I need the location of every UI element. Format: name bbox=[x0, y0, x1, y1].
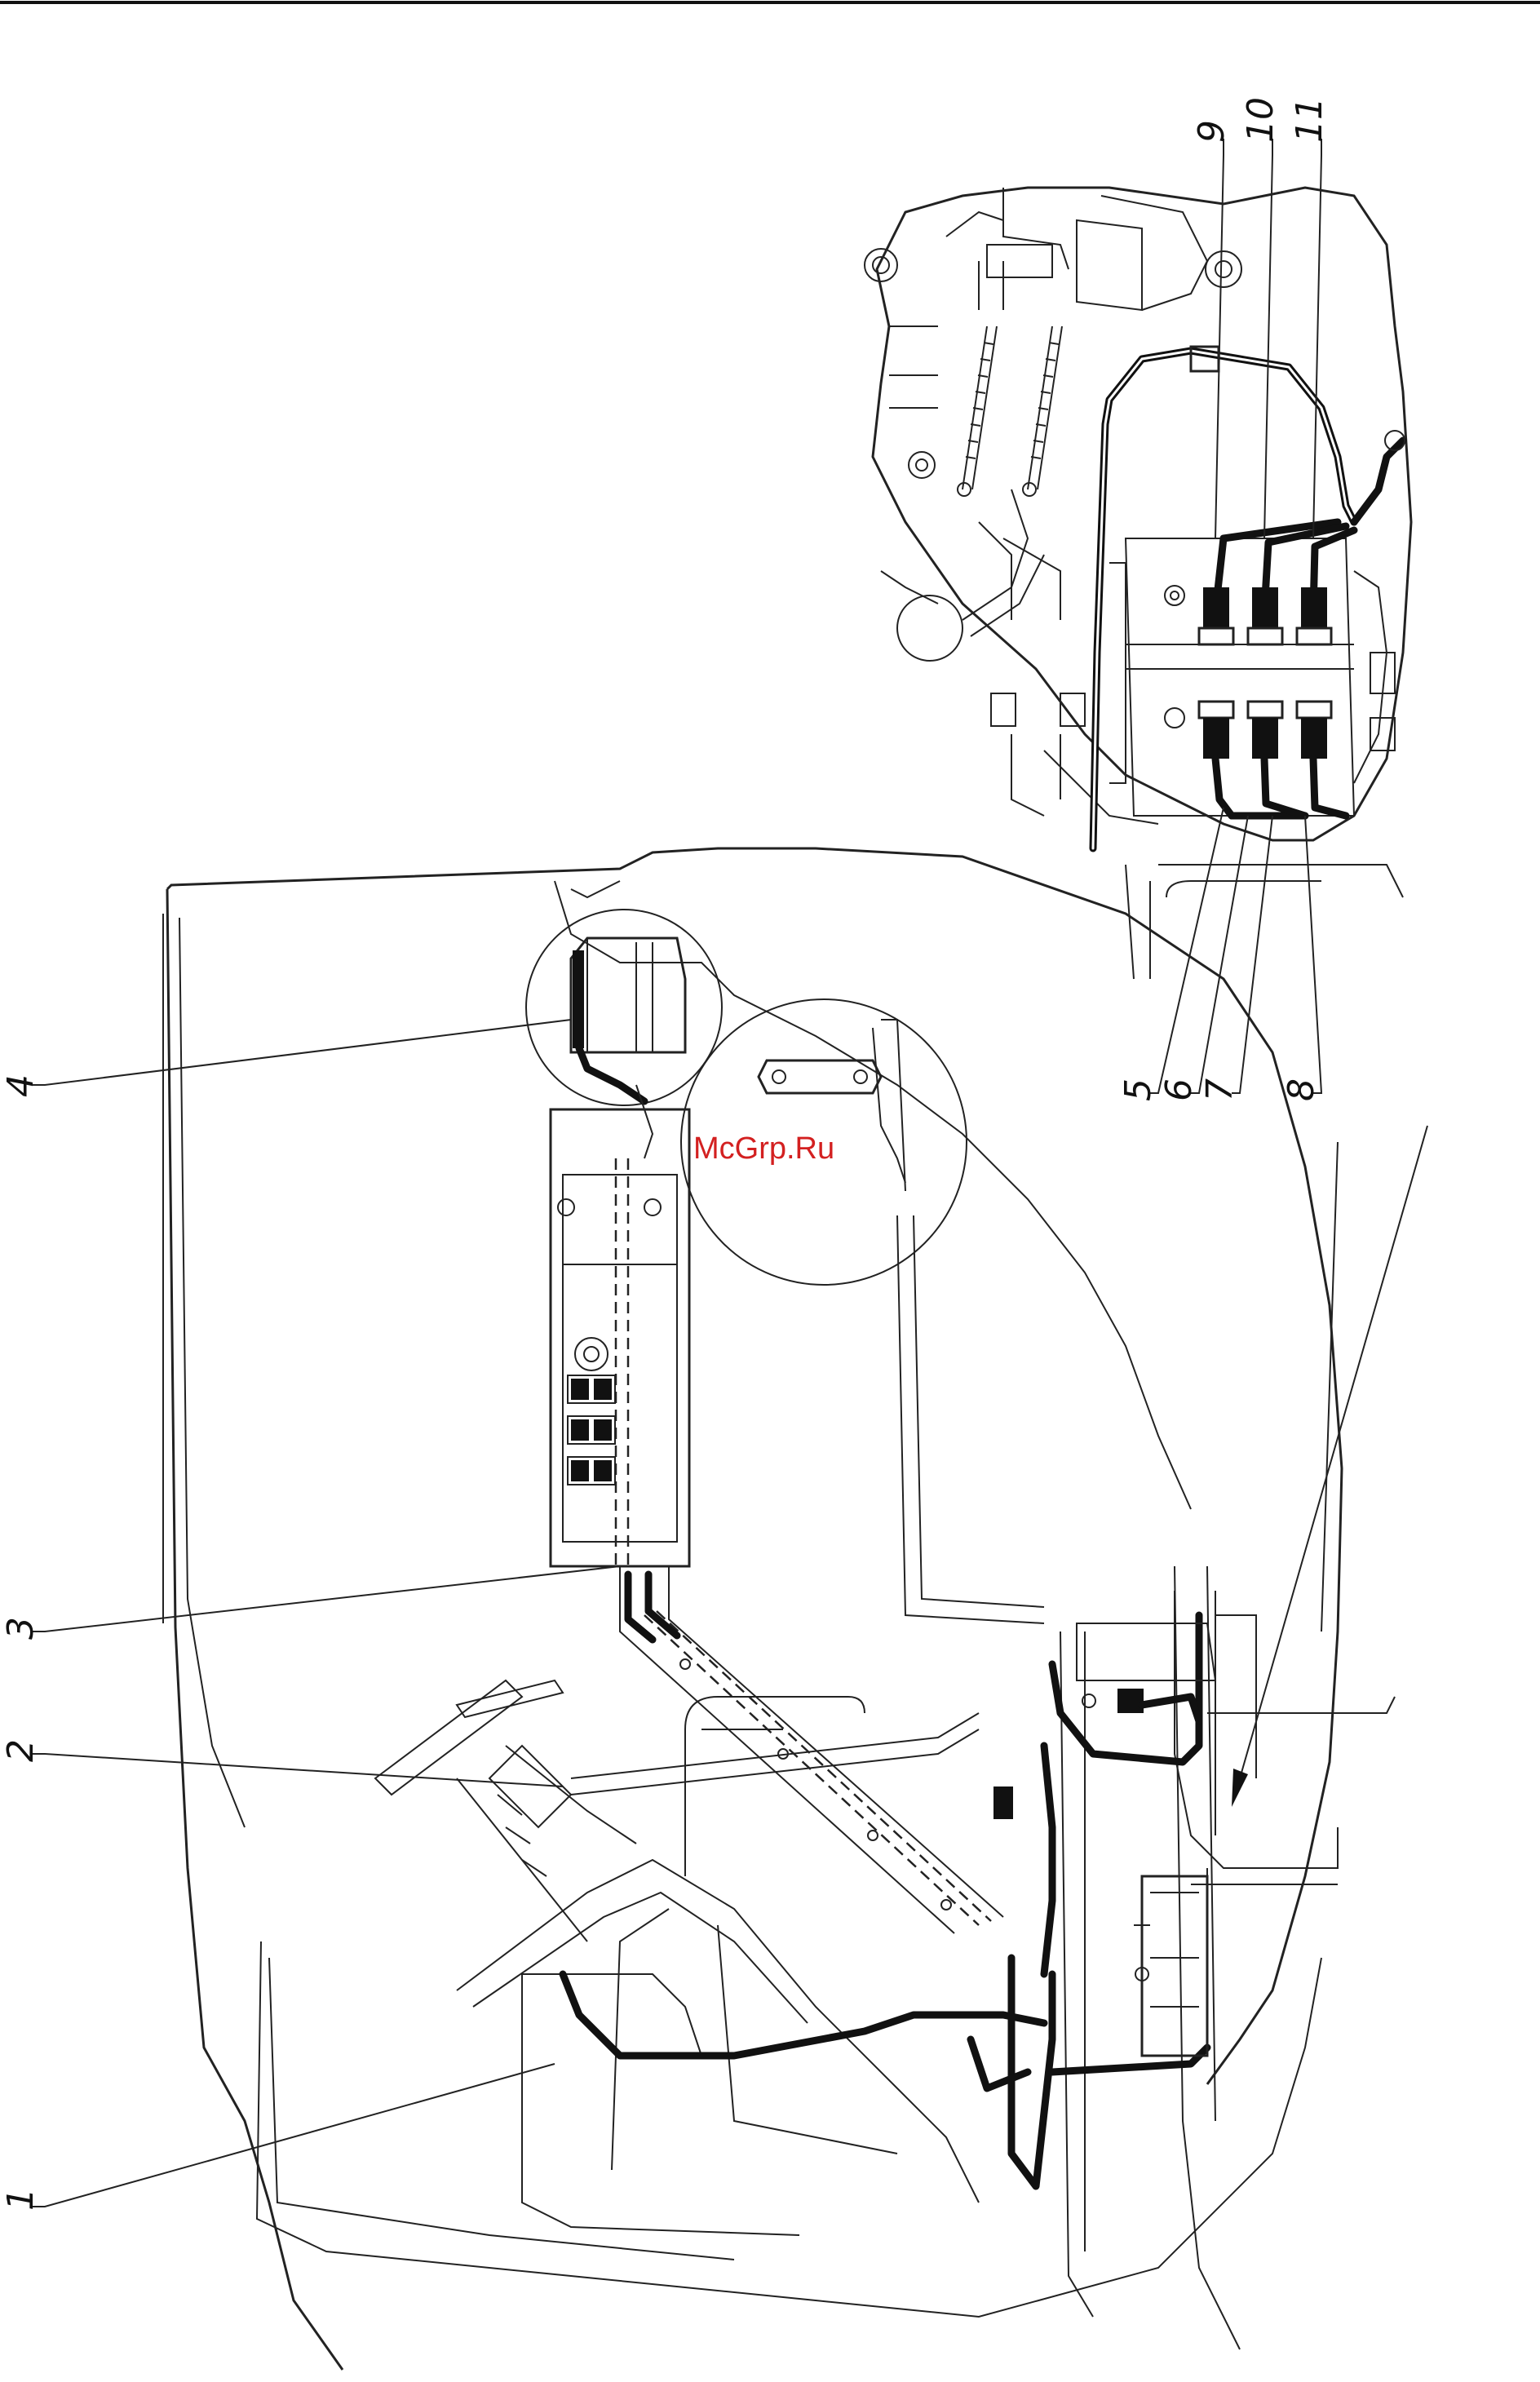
callout-4: 4 bbox=[0, 1074, 42, 1097]
callout-leaders bbox=[33, 139, 1321, 2207]
seat-outline bbox=[257, 1941, 1321, 2317]
upper-connectors bbox=[1199, 522, 1354, 644]
callout-9: 9 bbox=[1191, 120, 1232, 143]
console-body bbox=[457, 1860, 979, 2203]
callout-1: 1 bbox=[0, 2188, 42, 2211]
lower-connectors bbox=[1199, 702, 1346, 816]
svg-text:3: 3 bbox=[0, 1617, 42, 1640]
detail-view bbox=[865, 188, 1411, 979]
svg-text:6: 6 bbox=[1158, 1078, 1200, 1101]
callout-6: 6 bbox=[1158, 1078, 1200, 1101]
svg-text:8: 8 bbox=[1281, 1078, 1322, 1101]
callout-3: 3 bbox=[0, 1617, 42, 1640]
callout-5: 5 bbox=[1117, 1078, 1159, 1101]
spring-left bbox=[962, 326, 997, 489]
main-view bbox=[163, 848, 1395, 2370]
arrow-head bbox=[1232, 1769, 1248, 1807]
callout-2: 2 bbox=[0, 1739, 42, 1762]
upper-panel bbox=[555, 881, 1191, 1509]
callout-10: 10 bbox=[1240, 97, 1281, 143]
cab-outline bbox=[167, 848, 1342, 2370]
control-panel-box bbox=[551, 1109, 689, 1566]
svg-text:1: 1 bbox=[0, 2188, 42, 2211]
connector-block bbox=[1126, 538, 1354, 816]
detail-circle-sensor bbox=[681, 999, 1044, 1623]
spring-right bbox=[1028, 326, 1062, 489]
svg-text:4: 4 bbox=[0, 1074, 42, 1097]
svg-text:10: 10 bbox=[1240, 97, 1281, 143]
main-harness bbox=[563, 1615, 1207, 2186]
watermark: McGrp.Ru bbox=[693, 1131, 834, 1166]
detail-circle-4 bbox=[526, 910, 722, 1158]
svg-text:2: 2 bbox=[0, 1739, 42, 1762]
svg-text:7: 7 bbox=[1199, 1078, 1241, 1101]
svg-text:5: 5 bbox=[1117, 1078, 1159, 1101]
svg-text:9: 9 bbox=[1191, 120, 1232, 143]
callout-11: 11 bbox=[1289, 97, 1330, 143]
callout-7: 7 bbox=[1199, 1078, 1241, 1101]
steering-column bbox=[375, 1680, 636, 1941]
svg-text:11: 11 bbox=[1289, 97, 1330, 143]
callout-8: 8 bbox=[1281, 1078, 1322, 1101]
